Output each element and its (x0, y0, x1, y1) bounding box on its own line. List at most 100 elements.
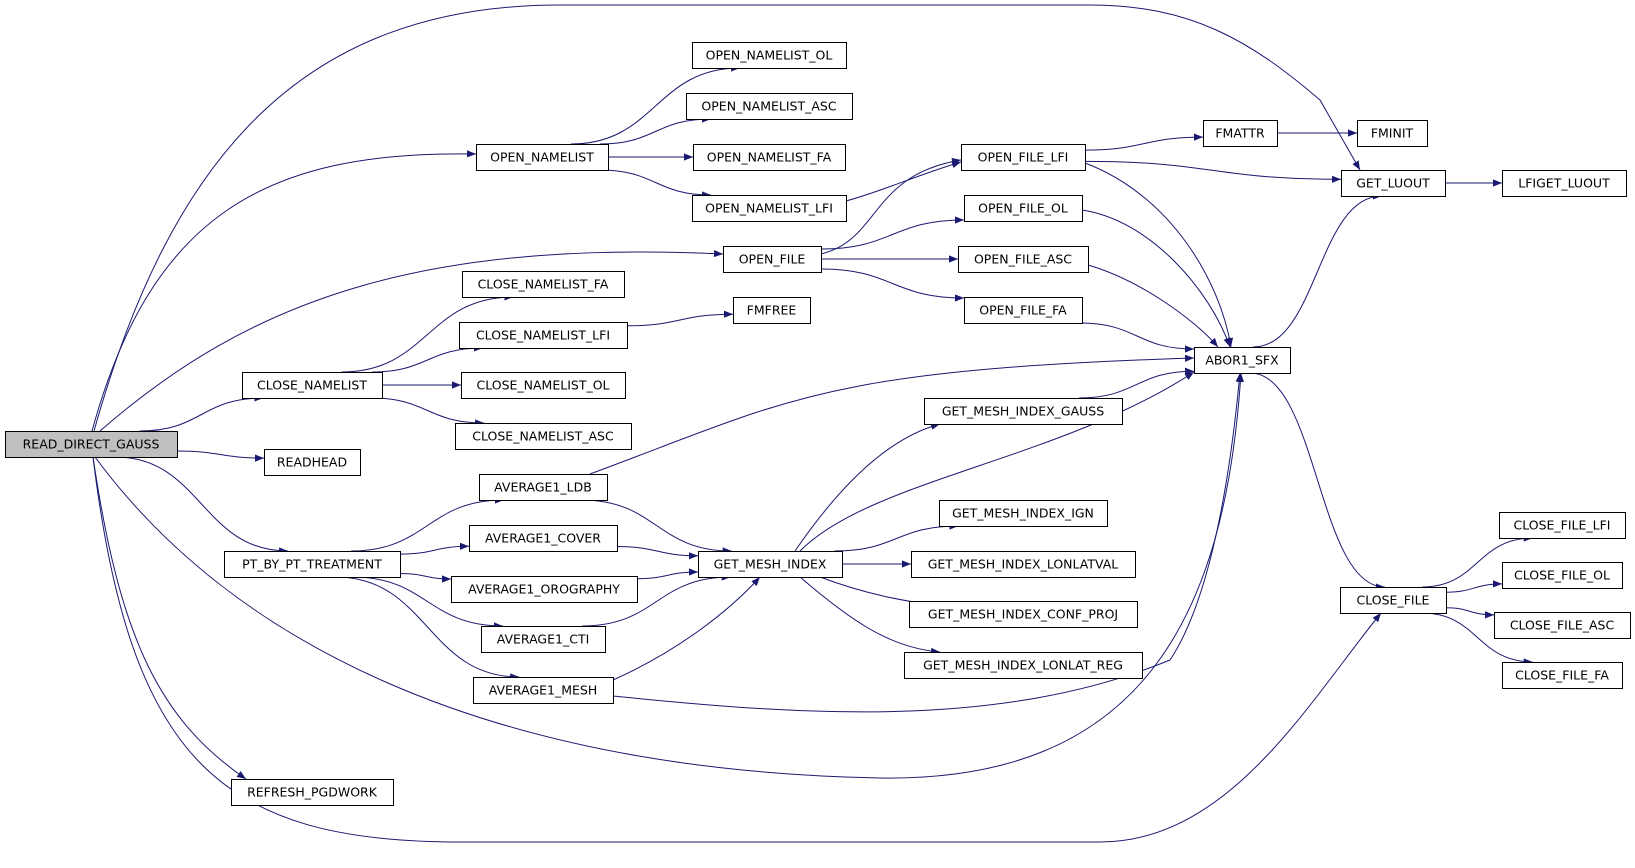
node-close-namelist[interactable]: CLOSE_NAMELIST (242, 372, 383, 399)
node-average1-orography[interactable]: AVERAGE1_OROGRAPHY (451, 576, 638, 603)
edge-pt-by-pt-treatment-to-average1-mesh (335, 576, 520, 681)
edge-read-direct-gauss-to-open-file (99, 249, 724, 432)
node-get-luout[interactable]: GET_LUOUT (1341, 170, 1446, 197)
node-get-mesh-index-ign[interactable]: GET_MESH_INDEX_IGN (939, 500, 1108, 527)
node-open-namelist-lfi[interactable]: OPEN_NAMELIST_LFI (692, 195, 847, 222)
node-box (1499, 512, 1626, 539)
nodes-layer: READ_DIRECT_GAUSS OPEN_NAMELIST OPEN_NAMEL… (5, 42, 1631, 806)
node-open-namelist[interactable]: OPEN_NAMELIST (476, 144, 609, 171)
edge-open-namelist-to-open-namelist-ol (570, 64, 741, 145)
node-fmattr[interactable]: FMATTR (1203, 120, 1278, 147)
node-close-file[interactable]: CLOSE_FILE (1340, 587, 1447, 614)
edge-line (1087, 264, 1219, 348)
node-label: GET_MESH_INDEX_CONF_PROJ (928, 607, 1118, 622)
node-pt-by-pt-treatment[interactable]: PT_BY_PT_TREATMENT (224, 551, 401, 578)
node-box (459, 322, 628, 349)
node-box (909, 601, 1138, 628)
edge-open-file-lfi-to-fmattr (1084, 133, 1204, 151)
edge-average1-mesh-to-get-mesh-index (612, 576, 761, 681)
node-open-namelist-fa[interactable]: OPEN_NAMELIST_FA (693, 144, 846, 171)
node-open-namelist-ol[interactable]: OPEN_NAMELIST_OL (692, 42, 847, 69)
node-average1-ldb[interactable]: AVERAGE1_LDB (479, 474, 608, 501)
node-abor1-sfx[interactable]: ABOR1_SFX (1194, 347, 1291, 374)
edge-read-direct-gauss-to-refresh-pgdwork (92, 456, 247, 780)
node-close-namelist-ol[interactable]: CLOSE_NAMELIST_OL (461, 372, 626, 399)
edge-line (589, 354, 1195, 475)
node-box (1502, 170, 1627, 197)
edge-line (794, 422, 941, 552)
node-label: OPEN_NAMELIST_LFI (705, 201, 833, 216)
edge-get-mesh-index-gauss-to-abor1-sfx (1078, 367, 1195, 399)
edge-open-namelist-to-open-namelist-asc (599, 115, 712, 145)
node-label: GET_MESH_INDEX_GAUSS (942, 404, 1104, 419)
node-refresh-pgdwork[interactable]: REFRESH_PGDWORK (231, 779, 394, 806)
node-close-file-fa[interactable]: CLOSE_FILE_FA (1502, 662, 1623, 689)
node-box (698, 551, 843, 578)
edge-abor1-sfx-to-get-luout (1253, 192, 1382, 348)
edge-close-namelist-to-close-namelist-fa (341, 293, 514, 373)
node-fmfree[interactable]: FMFREE (733, 297, 811, 324)
node-close-file-asc[interactable]: CLOSE_FILE_ASC (1494, 612, 1631, 639)
edge-line (351, 576, 504, 630)
edge-get-mesh-index-to-get-mesh-index-ign (834, 522, 959, 552)
edge-line (820, 157, 962, 255)
edge-line (820, 268, 965, 302)
node-average1-mesh[interactable]: AVERAGE1_MESH (473, 677, 614, 704)
edge-line (582, 573, 731, 627)
node-fminit[interactable]: FMINIT (1357, 120, 1428, 147)
node-label: GET_MESH_INDEX_LONLATVAL (928, 557, 1119, 572)
edge-close-file-to-close-file-lfi (1422, 534, 1533, 588)
node-close-namelist-asc[interactable]: CLOSE_NAMELIST_ASC (455, 423, 632, 450)
node-label: AVERAGE1_CTI (497, 632, 590, 647)
edge-average1-ldb-to-get-mesh-index (581, 499, 732, 555)
node-label: OPEN_FILE (739, 252, 806, 267)
node-get-mesh-index-gauss[interactable]: GET_MESH_INDEX_GAUSS (924, 398, 1123, 425)
edge-line (139, 394, 264, 432)
node-average1-cti[interactable]: AVERAGE1_CTI (481, 626, 606, 653)
node-label: FMATTR (1215, 126, 1265, 141)
node-open-file-lfi[interactable]: OPEN_FILE_LFI (961, 144, 1086, 171)
node-close-namelist-lfi[interactable]: CLOSE_NAMELIST_LFI (459, 322, 628, 349)
node-get-mesh-index-conf-proj[interactable]: GET_MESH_INDEX_CONF_PROJ (909, 601, 1138, 628)
node-box (242, 372, 383, 399)
edge-line (834, 522, 959, 552)
node-open-file-fa[interactable]: OPEN_FILE_FA (964, 297, 1083, 324)
node-open-file[interactable]: OPEN_FILE (723, 246, 822, 273)
node-readhead[interactable]: READHEAD (264, 449, 361, 476)
node-lfiget-luout[interactable]: LFIGET_LUOUT (1502, 170, 1627, 197)
node-open-file-ol[interactable]: OPEN_FILE_OL (964, 195, 1083, 222)
node-label: OPEN_NAMELIST_OL (706, 48, 833, 63)
node-open-namelist-asc[interactable]: OPEN_NAMELIST_ASC (686, 93, 853, 120)
node-close-file-lfi[interactable]: CLOSE_FILE_LFI (1499, 512, 1626, 539)
node-label: CLOSE_NAMELIST_LFI (476, 328, 610, 343)
node-box (1194, 347, 1291, 374)
node-box (1502, 562, 1623, 589)
edge-close-namelist-to-close-namelist-asc (370, 397, 485, 427)
node-box (964, 195, 1083, 222)
edge-close-namelist-lfi-to-fmfree (626, 310, 734, 327)
edge-get-mesh-index-to-abor1-sfx (799, 371, 1195, 552)
edge-abor1-sfx-to-close-file (1250, 372, 1385, 591)
node-close-namelist-fa[interactable]: CLOSE_NAMELIST_FA (462, 271, 625, 298)
edge-line (335, 576, 520, 681)
node-box (224, 551, 401, 578)
edge-line (1422, 612, 1533, 666)
node-label: OPEN_NAMELIST_ASC (701, 99, 836, 114)
node-average1-cover[interactable]: AVERAGE1_COVER (469, 525, 618, 552)
node-get-mesh-index-lonlatval[interactable]: GET_MESH_INDEX_LONLATVAL (911, 551, 1136, 578)
edge-line (1084, 133, 1204, 151)
node-box (5, 431, 178, 458)
node-get-mesh-index-lonlat-reg[interactable]: GET_MESH_INDEX_LONLAT_REG (904, 652, 1143, 679)
edge-open-namelist-lfi-to-open-file-lfi (845, 161, 962, 202)
node-read-direct-gauss[interactable]: READ_DIRECT_GAUSS (5, 431, 178, 458)
edge-line (845, 161, 962, 202)
edge-line (399, 573, 452, 583)
node-close-file-ol[interactable]: CLOSE_FILE_OL (1502, 562, 1623, 589)
edge-read-direct-gauss-to-abor1-sfx (94, 372, 1245, 779)
node-label: OPEN_NAMELIST (490, 150, 594, 165)
edge-line (1445, 607, 1495, 619)
node-open-file-asc[interactable]: OPEN_FILE_ASC (958, 246, 1089, 273)
node-get-mesh-index[interactable]: GET_MESH_INDEX (698, 551, 843, 578)
edge-line (1084, 162, 1234, 348)
